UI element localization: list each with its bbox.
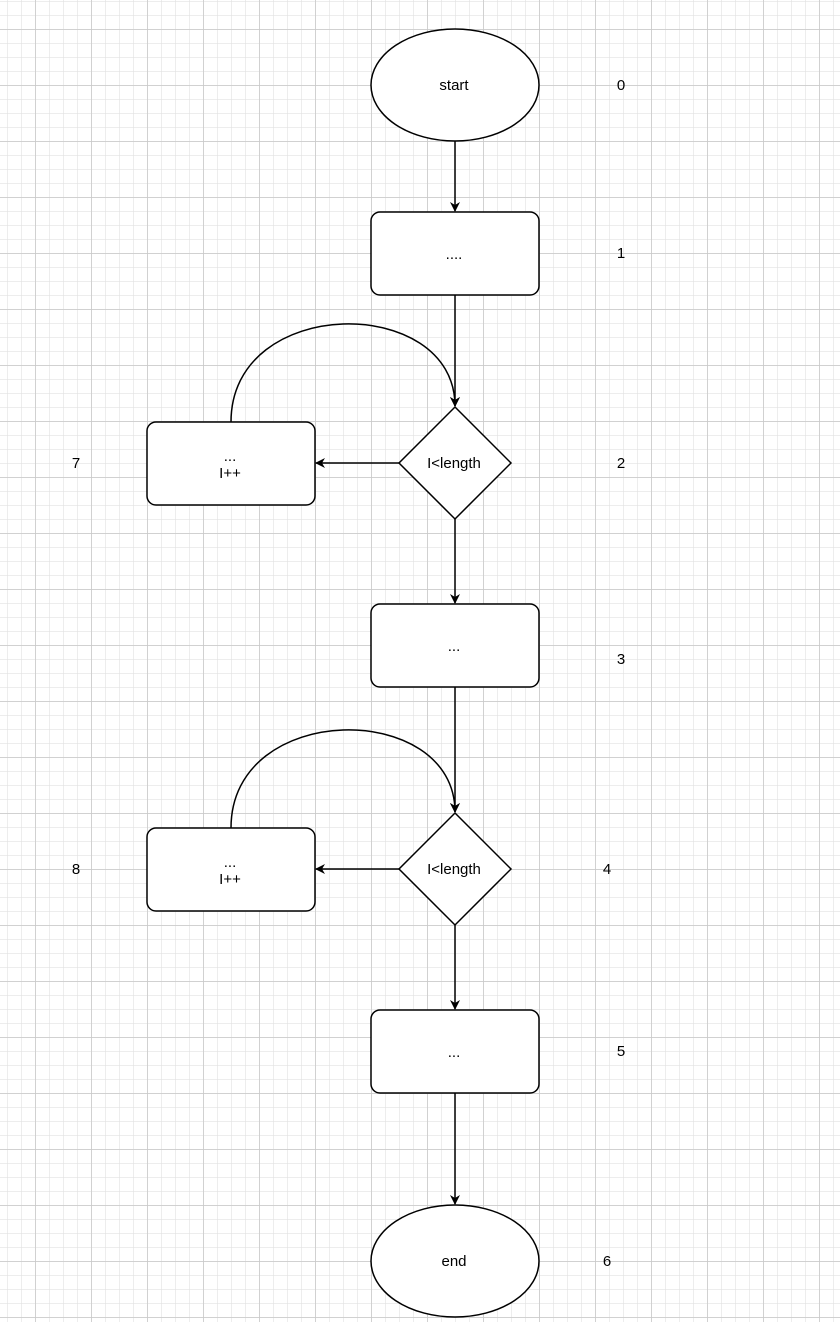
- edge-loop2-to-cond2[interactable]: [230, 729, 460, 829]
- label-2[interactable]: 2: [617, 455, 625, 472]
- node-cond1-label: I<length: [427, 455, 481, 472]
- node-start[interactable]: start: [370, 28, 540, 142]
- node-cond2[interactable]: I<length: [397, 811, 513, 927]
- label-4[interactable]: 4: [603, 861, 611, 878]
- node-step3-label: ...: [448, 638, 461, 655]
- label-5[interactable]: 5: [617, 1043, 625, 1060]
- node-cond1[interactable]: I<length: [397, 405, 513, 521]
- node-step3[interactable]: ...: [370, 603, 540, 688]
- edge-loop1-to-cond1[interactable]: [230, 323, 460, 423]
- node-loop1-line2: I++: [219, 465, 241, 482]
- node-loop1-line1: ...: [224, 448, 237, 465]
- node-end[interactable]: end: [370, 1204, 540, 1318]
- node-step5-label: ...: [448, 1044, 461, 1061]
- node-step1-label: ....: [446, 246, 463, 263]
- node-loop2[interactable]: ... I++: [146, 827, 316, 912]
- node-end-label: end: [441, 1253, 466, 1270]
- label-8[interactable]: 8: [72, 861, 80, 878]
- node-step5[interactable]: ...: [370, 1009, 540, 1094]
- node-loop2-line2: I++: [219, 871, 241, 888]
- node-step1[interactable]: ....: [370, 211, 540, 296]
- label-6[interactable]: 6: [603, 1253, 611, 1270]
- node-start-label: start: [439, 77, 469, 94]
- node-loop1[interactable]: ... I++: [146, 421, 316, 506]
- node-cond2-label: I<length: [427, 861, 481, 878]
- label-3[interactable]: 3: [617, 651, 625, 668]
- label-7[interactable]: 7: [72, 455, 80, 472]
- label-1[interactable]: 1: [617, 245, 625, 262]
- node-loop2-line1: ...: [224, 854, 237, 871]
- label-0[interactable]: 0: [617, 77, 625, 94]
